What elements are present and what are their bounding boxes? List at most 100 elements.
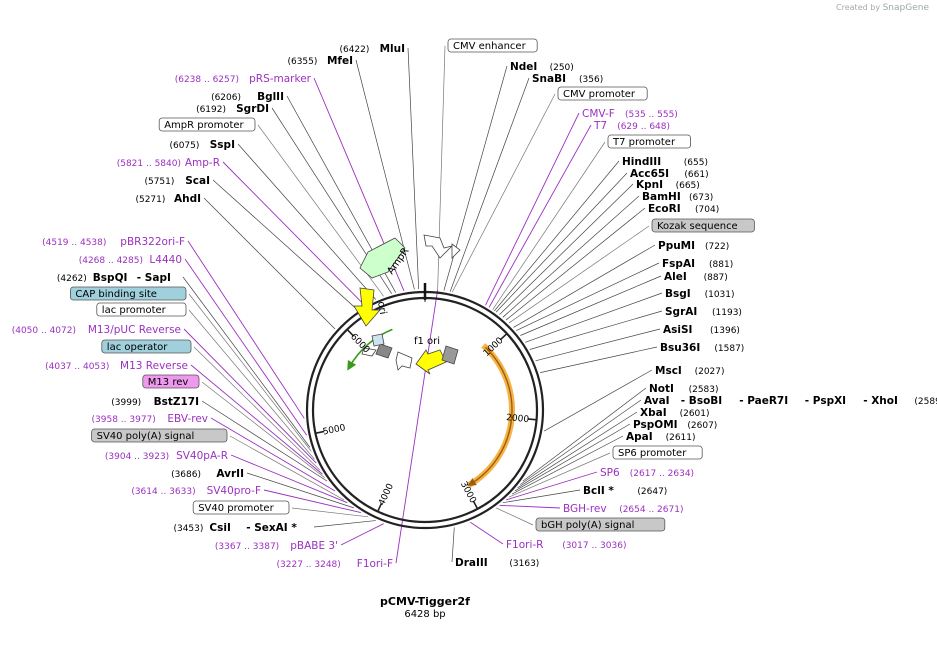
enzyme-name: - SapI <box>137 272 171 284</box>
feature-box-text: CMV enhancer <box>453 41 527 52</box>
enzyme-name: BamHI <box>642 191 681 203</box>
leader-line <box>511 435 624 495</box>
enzyme-name: KpnI <box>636 179 663 191</box>
site-position: (4037 .. 4053) <box>45 362 109 372</box>
leader-line <box>525 292 663 343</box>
site-position: (3904 .. 3923) <box>105 452 169 462</box>
feature-box-text: bGH poly(A) signal <box>541 520 634 531</box>
feature-box-label: CAP binding site <box>70 286 187 301</box>
site-position: (2601) <box>680 409 710 419</box>
enzyme-name: - XhoI <box>863 395 898 407</box>
site-position: (5751) <box>144 177 174 187</box>
leader-line <box>505 207 646 321</box>
enzyme-name: AsiSI <box>663 324 692 336</box>
enzyme-name: SgrDI <box>236 103 269 115</box>
leader-line <box>184 258 308 436</box>
site-position: (887) <box>704 273 728 283</box>
enzyme-name: MscI <box>655 365 682 377</box>
leader-line <box>313 520 376 528</box>
f1-ori-arrow <box>415 349 447 375</box>
enzyme-name: MfeI <box>327 55 353 67</box>
feature-box-text: lac operator <box>107 342 168 353</box>
leader-line <box>520 399 642 485</box>
site-position: (356) <box>579 75 603 85</box>
site-position: (2647) <box>637 487 667 497</box>
site-position: (655) <box>684 158 708 168</box>
primer-name: T7 <box>593 120 607 132</box>
feature-box-label: SV40 promoter <box>192 500 290 515</box>
site-position: (3999) <box>111 398 141 408</box>
site-position: (6238 .. 6257) <box>175 75 239 85</box>
enzyme-name: ApaI <box>626 431 653 443</box>
primer-name: F1ori-R <box>506 539 543 551</box>
leader-line <box>263 489 361 514</box>
tick-label: 4000 <box>377 482 396 507</box>
site-position: (3227 .. 3248) <box>277 560 341 570</box>
primer-name: Amp-R <box>185 157 220 169</box>
ampr-direction-arrow <box>347 328 393 371</box>
site-position: (3614 .. 3633) <box>131 487 195 497</box>
feature-box <box>607 134 691 149</box>
leader-line <box>182 276 311 448</box>
sv40-promoter-arrow <box>395 351 413 371</box>
backbone-inner-ring <box>311 296 539 524</box>
enzyme-name: Acc65I <box>630 168 669 180</box>
leader-line <box>201 400 328 482</box>
site-position: (2583) <box>689 385 719 395</box>
plasmid-size: 6428 bp <box>404 609 445 620</box>
leader-line <box>183 328 317 464</box>
site-position: (661) <box>684 170 708 180</box>
enzyme-name: XbaI <box>640 407 667 419</box>
leader-line <box>505 471 598 501</box>
site-position: (2607) <box>687 421 717 431</box>
primer-name: CMV-F <box>582 108 615 120</box>
tick-mark <box>347 329 355 337</box>
enzyme-name: AvrII <box>216 468 244 480</box>
enzyme-name: DraIII <box>455 557 488 569</box>
feature-box-text: AmpR promoter <box>164 120 244 131</box>
snapgene-credit: Created by SnapGene <box>836 3 929 13</box>
feature-box-label: SV40 poly(A) signal <box>91 428 228 443</box>
leader-line <box>407 47 420 290</box>
enzyme-name: - PspXI <box>805 395 846 407</box>
enzyme-name: BstZ17I <box>154 396 199 408</box>
site-position: (673) <box>689 193 713 203</box>
site-position: (629 .. 648) <box>617 122 670 132</box>
leader-line <box>451 93 556 293</box>
leader-line <box>210 417 336 492</box>
tick-label: 2000 <box>506 413 530 425</box>
f1-ori-label: f1 ori <box>414 336 440 347</box>
site-position: (250) <box>550 63 574 73</box>
primer-name: SV40pro-F <box>207 485 261 497</box>
feature-box <box>142 374 200 389</box>
feature-box-label: lac promoter <box>96 302 187 317</box>
enzyme-name: HindIII <box>622 156 661 168</box>
leader-line <box>485 112 580 306</box>
site-position: (6206) <box>211 93 241 103</box>
primer-name: EBV-rev <box>167 413 208 425</box>
leader-line <box>237 143 377 300</box>
primer-name: SV40pA-R <box>176 450 228 462</box>
leader-line <box>340 523 384 546</box>
feature-box-text: T7 promoter <box>612 137 676 148</box>
orf-direction-arrow <box>467 346 513 487</box>
enzyme-name: - PaeR7I <box>739 395 788 407</box>
site-position: (1396) <box>710 326 740 336</box>
enzyme-name: ScaI <box>185 175 210 187</box>
leader-line <box>246 472 354 509</box>
leader-line <box>187 240 305 419</box>
enzyme-name: AhdI <box>174 193 201 205</box>
leader-line <box>190 364 323 475</box>
feature-box-label: AmpR promoter <box>158 117 256 132</box>
leader-line <box>451 527 455 563</box>
feature-box-label: lac operator <box>101 339 192 354</box>
enzyme-name: PpuMI <box>658 240 695 252</box>
feature-box-label: M13 rev <box>142 374 200 389</box>
cmv-promoter-arrow <box>423 234 454 259</box>
ori-label: ori <box>375 301 388 316</box>
leader-line <box>229 435 345 501</box>
primer-name: BGH-rev <box>563 503 607 515</box>
